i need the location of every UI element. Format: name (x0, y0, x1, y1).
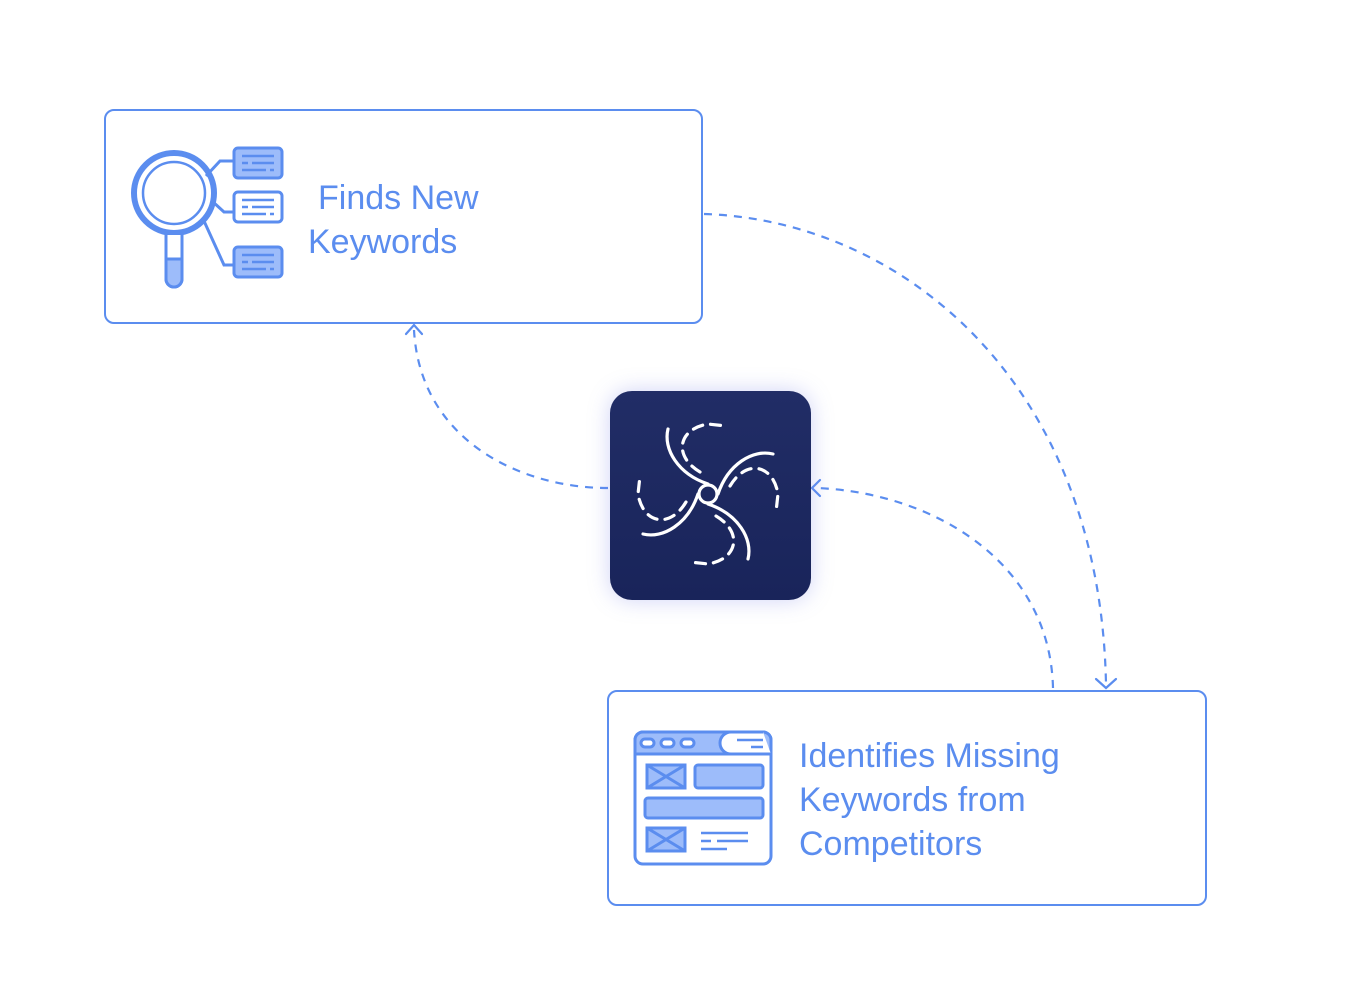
edge-finds-to-identifies (703, 212, 1108, 685)
label-line: Competitors (799, 825, 983, 863)
arrowhead-finds (404, 323, 424, 336)
label-line: Keywords from (799, 781, 1026, 819)
magnifier-keywords-icon (131, 146, 284, 289)
label-line: Identifies Missing (799, 737, 1060, 775)
arrowhead-identifies (1094, 677, 1118, 690)
hub-node (610, 391, 811, 600)
node-finds-new-keywords: Finds New Keywords (104, 109, 703, 324)
edge-identifies-to-hub (815, 486, 1055, 689)
node-label: Identifies Missing Keywords from Competi… (799, 734, 1060, 866)
browser-layout-icon (633, 730, 773, 866)
label-line: Finds New (318, 179, 479, 217)
node-identifies-missing-keywords: Identifies Missing Keywords from Competi… (607, 690, 1207, 906)
label-line: Keywords (308, 223, 458, 261)
arrowhead-hub (810, 478, 822, 498)
spiral-galaxy-icon (636, 422, 780, 566)
node-label: Finds New Keywords (308, 176, 479, 264)
edge-hub-to-finds (412, 329, 609, 490)
